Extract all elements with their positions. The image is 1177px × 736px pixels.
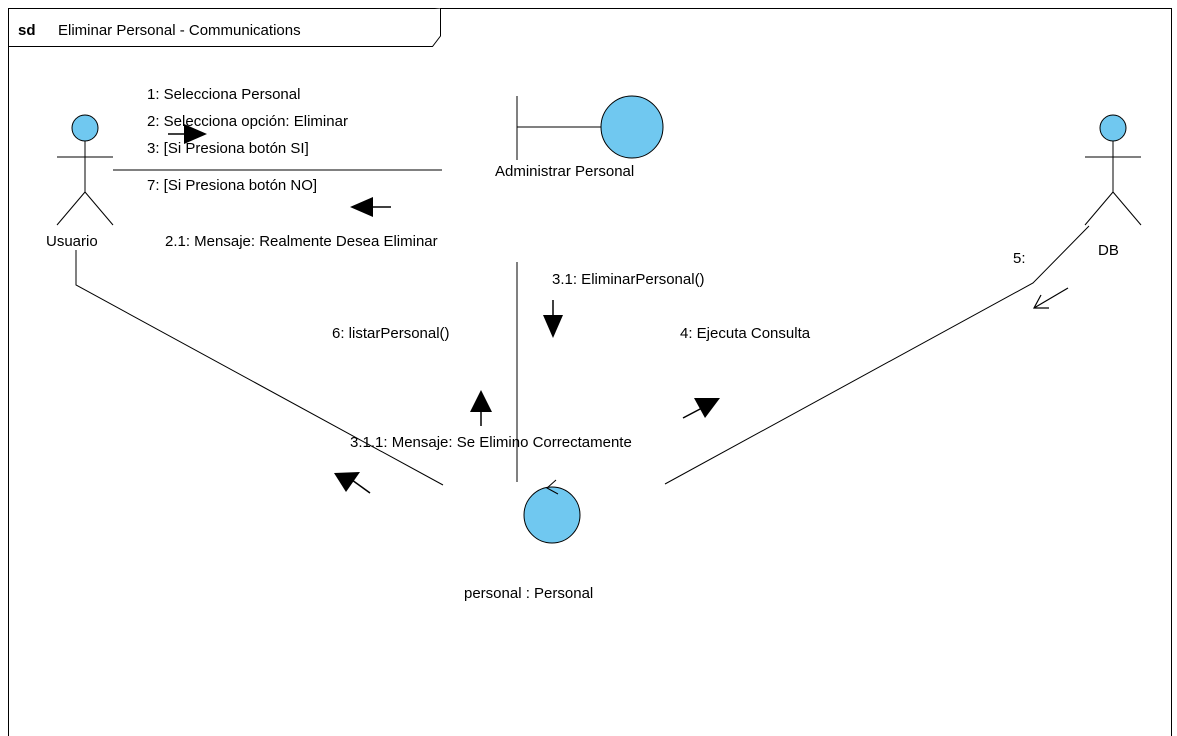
message-2: 2: Selecciona opción: Eliminar xyxy=(147,113,348,130)
arrow-up-icon xyxy=(470,390,492,426)
arrow-down-icon xyxy=(543,300,563,338)
actor-db-label: DB xyxy=(1098,242,1119,259)
arrow-right-icon xyxy=(168,124,207,144)
control-personal-label: personal : Personal xyxy=(464,585,593,602)
arrow-left-icon xyxy=(350,197,391,217)
control-arrow-icon xyxy=(546,479,559,495)
arrow-open-down-left-icon xyxy=(1032,287,1069,309)
actor-usuario-head xyxy=(71,114,99,142)
link-db-personal xyxy=(664,225,1090,485)
frame-keyword: sd xyxy=(18,22,36,39)
message-4: 4: Ejecuta Consulta xyxy=(680,325,811,342)
boundary-administrar-label: Administrar Personal xyxy=(495,163,634,180)
actor-usuario-label: Usuario xyxy=(46,233,98,250)
message-6: 6: listarPersonal() xyxy=(332,325,450,342)
link-usuario-personal xyxy=(75,250,444,486)
frame-label-tab xyxy=(8,8,441,47)
message-3: 3: [Si Presiona botón SI] xyxy=(147,140,309,157)
message-1: 1: Selecciona Personal xyxy=(147,86,300,103)
message-2-1: 2.1: Mensaje: Realmente Desea Eliminar xyxy=(165,233,438,250)
actor-db-head xyxy=(1099,114,1127,142)
control-icon xyxy=(523,486,581,544)
arrow-up-left-icon xyxy=(334,472,371,494)
actor-usuario[interactable] xyxy=(56,114,114,226)
message-7: 7: [Si Presiona botón NO] xyxy=(147,177,317,194)
frame-title: Eliminar Personal - Communications xyxy=(58,22,301,39)
arrow-up-right-icon xyxy=(682,398,720,419)
boundary-administrar-personal[interactable] xyxy=(516,95,664,160)
message-3-1-1: 3.1.1: Mensaje: Se Elimino Correctamente xyxy=(350,434,632,451)
diagram-frame xyxy=(8,8,1172,736)
control-personal[interactable] xyxy=(523,479,581,544)
boundary-icon xyxy=(600,95,664,159)
actor-db[interactable] xyxy=(1084,114,1142,226)
message-5: 5: xyxy=(1013,250,1026,267)
message-3-1: 3.1: EliminarPersonal() xyxy=(552,271,705,288)
